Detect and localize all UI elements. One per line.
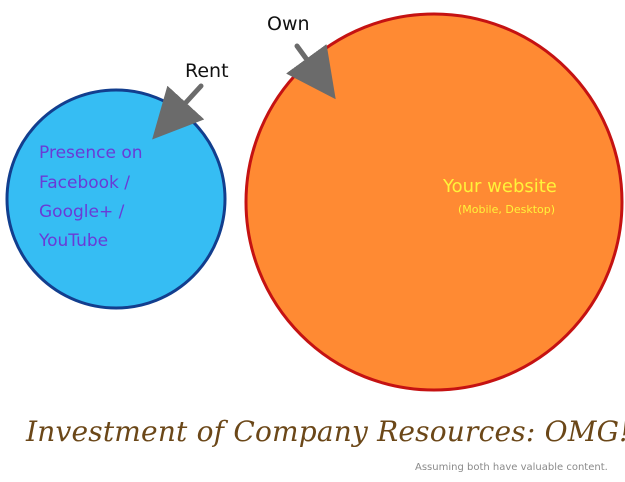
rent-circle-text-line-3: Google+ / bbox=[39, 202, 125, 222]
own-circle-text-main: Your website bbox=[442, 176, 557, 197]
own-circle bbox=[244, 12, 624, 392]
rent-label: Rent bbox=[185, 60, 229, 82]
rent-circle-text-line-4: YouTube bbox=[38, 231, 108, 251]
rent-circle-text-line-2: Facebook / bbox=[39, 173, 130, 193]
rent-arrow bbox=[152, 83, 205, 140]
rent-circle-text-line-1: Presence on bbox=[39, 143, 143, 163]
page-title: Investment of Company Resources: OMG! Ve… bbox=[25, 415, 625, 448]
own-label: Own bbox=[267, 13, 310, 35]
own-circle-text-sub: (Mobile, Desktop) bbox=[458, 203, 555, 216]
own-arrow bbox=[286, 43, 336, 100]
rent-circle bbox=[5, 88, 227, 310]
footnote: Assuming both have valuable content. bbox=[415, 462, 608, 473]
